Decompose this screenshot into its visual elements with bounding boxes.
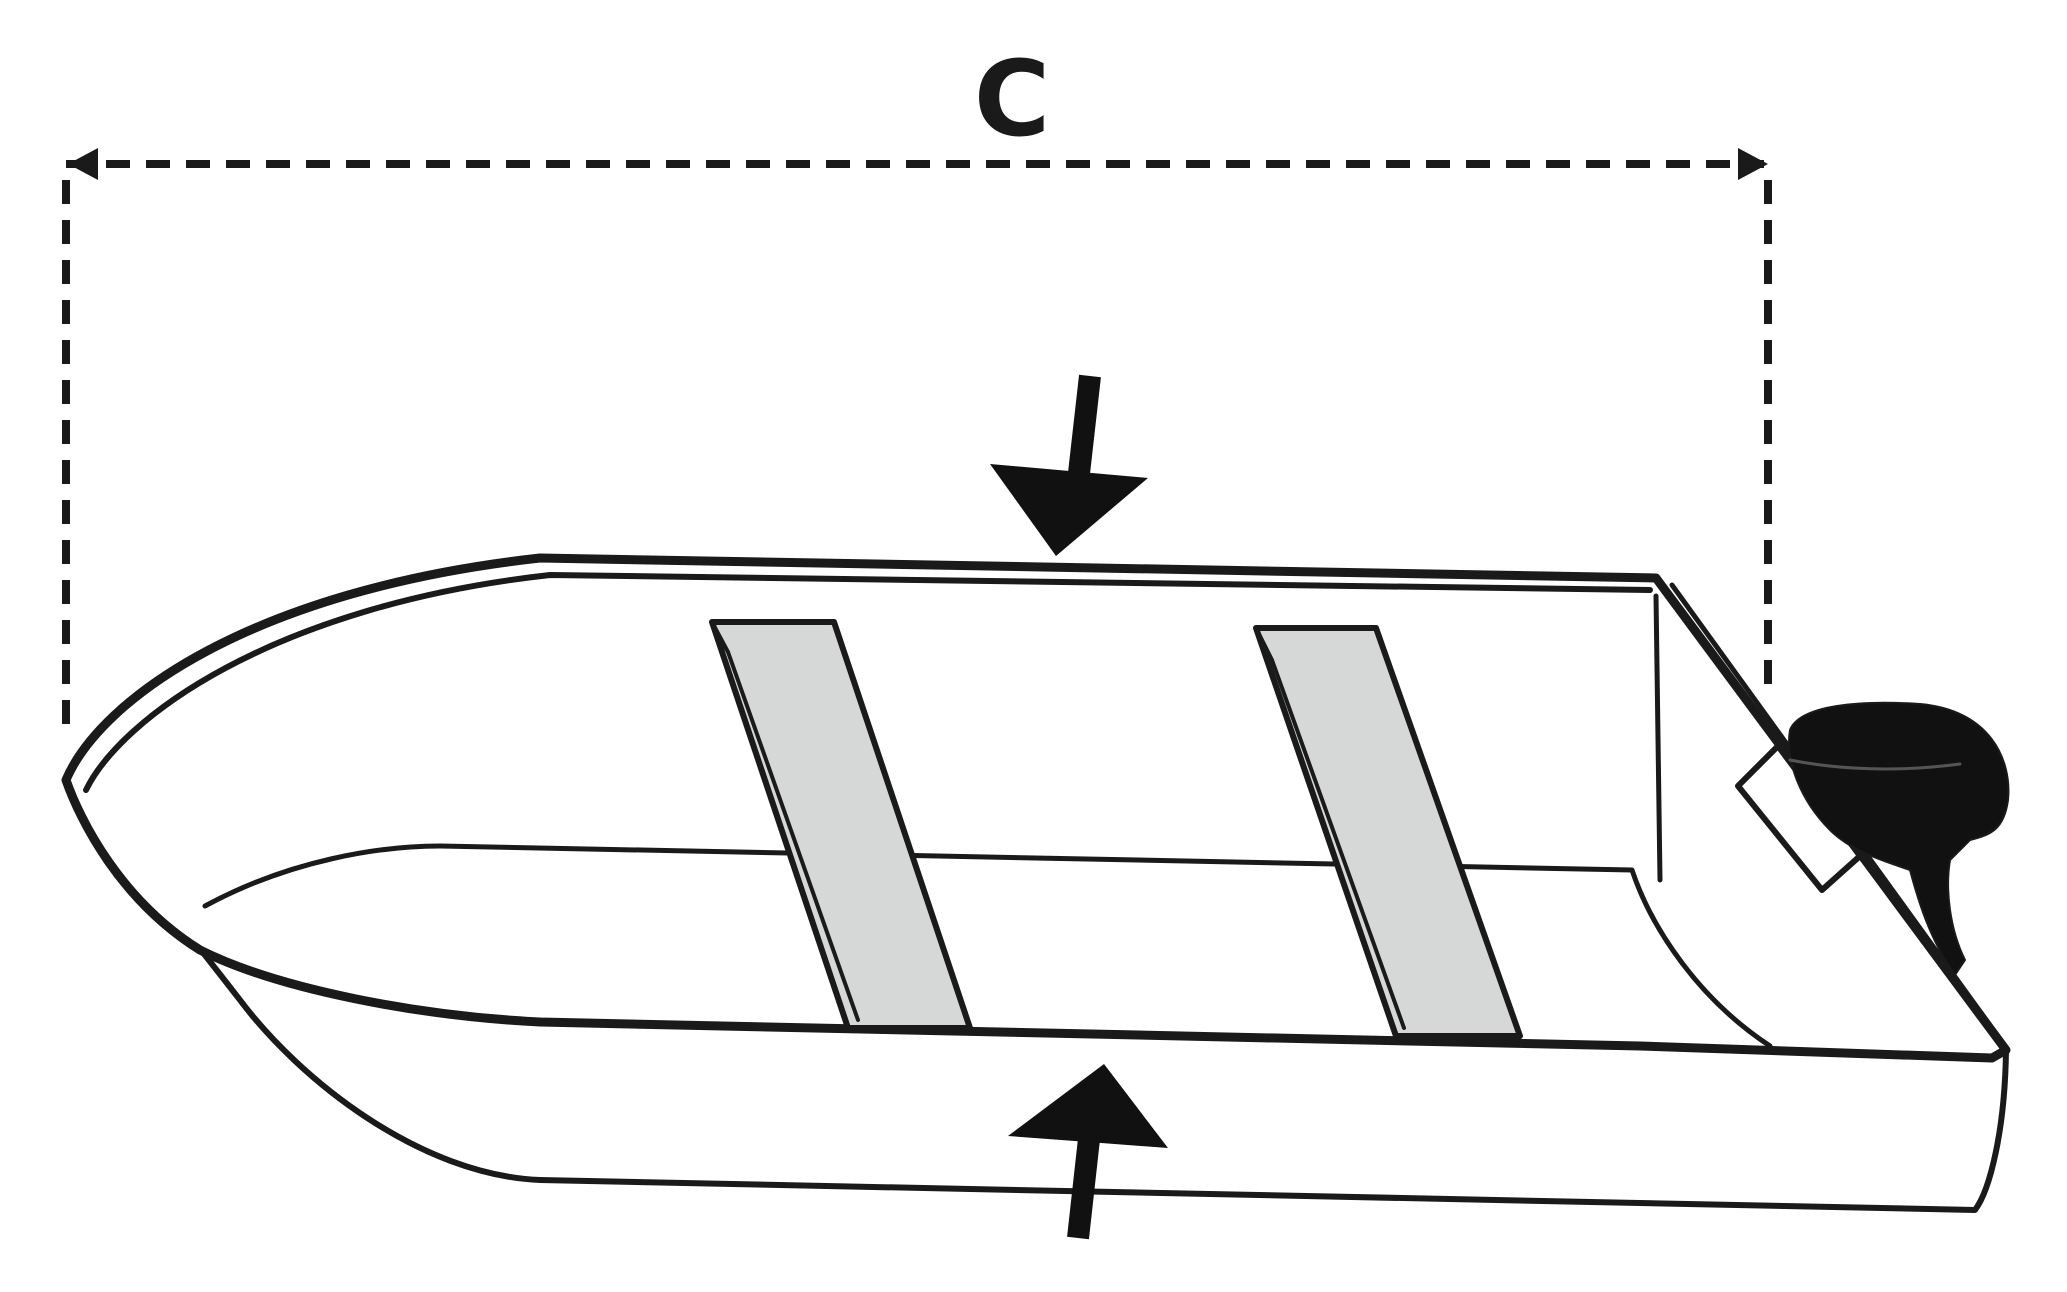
dimension-arrowhead-right: [1738, 148, 1768, 180]
gunwale-inner-rim: [83, 572, 1653, 793]
cockpit-floor-line: [202, 843, 1773, 1049]
dimension-arrowhead-left: [68, 148, 98, 180]
transom-inner-edge: [1653, 593, 1663, 883]
seat-front: [709, 619, 973, 1031]
seat-rear: [1253, 625, 1523, 1039]
boat-illustration: [61, 553, 2011, 1213]
dimension-label-c: C: [974, 38, 1050, 160]
gunwale: [61, 553, 2011, 1063]
dimension-line: [62, 160, 1772, 738]
arrow-down-icon: [990, 374, 1148, 556]
dimension-c: C: [62, 38, 1772, 738]
outboard-motor-icon: [1735, 701, 2010, 976]
arrow-up-icon: [1008, 1064, 1168, 1240]
